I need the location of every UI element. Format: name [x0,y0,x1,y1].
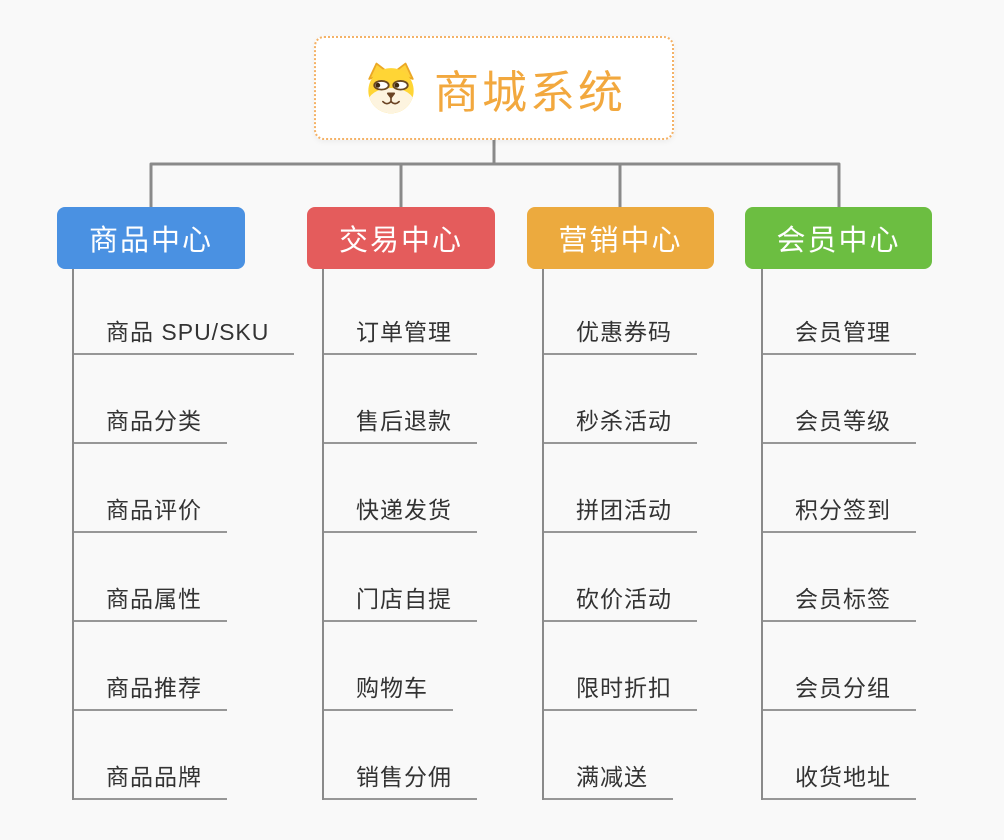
leaf-topic[interactable]: 积分签到 [763,444,916,533]
bus-line [149,162,841,207]
leaf-topic[interactable]: 商品品牌 [74,711,227,800]
branch-children-member: 会员管理 会员等级 积分签到 会员标签 会员分组 收货地址 [761,266,916,800]
leaf-label: 会员分组 [795,675,891,701]
leaf-topic[interactable]: 销售分佣 [324,711,477,800]
leaf-label: 订单管理 [356,319,452,345]
branch-children-trade: 订单管理 售后退款 快递发货 门店自提 购物车 销售分佣 [322,266,477,800]
leaf-topic[interactable]: 门店自提 [324,533,477,622]
branch-label: 商品中心 [88,225,213,257]
leaf-label: 砍价活动 [576,586,672,612]
dog-face-icon [362,60,420,116]
leaf-topic[interactable]: 砍价活动 [544,533,697,622]
leaf-label: 会员管理 [795,319,891,345]
leaf-topic[interactable]: 会员分组 [763,622,916,711]
leaf-topic[interactable]: 快递发货 [324,444,477,533]
branch-children-product: 商品 SPU/SKU 商品分类 商品评价 商品属性 商品推荐 商品品牌 [72,266,295,800]
leaf-label: 商品属性 [106,586,202,612]
leaf-label: 限时折扣 [576,675,672,701]
branch-box-product-center[interactable]: 商品中心 [57,207,245,269]
leaf-label: 收货地址 [795,764,891,790]
leaf-topic[interactable]: 秒杀活动 [544,355,697,444]
leaf-label: 快递发货 [356,497,452,523]
leaf-label: 售后退款 [356,408,452,434]
leaf-label: 优惠券码 [576,319,672,345]
branch-box-member-center[interactable]: 会员中心 [745,207,932,269]
leaf-label: 商品评价 [106,497,202,523]
leaf-label: 积分签到 [795,497,891,523]
leaf-label: 商品分类 [106,408,202,434]
leaf-label: 满减送 [576,764,648,790]
root-title: 商城系统 [433,66,626,118]
leaf-label: 会员标签 [795,586,891,612]
leaf-topic[interactable]: 商品评价 [74,444,227,533]
leaf-topic[interactable]: 订单管理 [324,266,477,355]
leaf-label: 拼团活动 [576,497,672,523]
leaf-topic[interactable]: 商品属性 [74,533,227,622]
leaf-topic[interactable]: 购物车 [324,622,453,711]
leaf-topic[interactable]: 优惠券码 [544,266,697,355]
branch-box-trade-center[interactable]: 交易中心 [307,207,495,269]
leaf-topic[interactable]: 收货地址 [763,711,916,800]
leaf-topic[interactable]: 商品推荐 [74,622,227,711]
leaf-topic[interactable]: 会员标签 [763,533,916,622]
branch-box-marketing-center[interactable]: 营销中心 [527,207,714,269]
leaf-topic[interactable]: 商品 SPU/SKU [74,266,295,355]
branch-children-marketing: 优惠券码 秒杀活动 拼团活动 砍价活动 限时折扣 满减送 [542,266,697,800]
leaf-topic[interactable]: 满减送 [544,711,673,800]
leaf-label: 秒杀活动 [576,408,672,434]
branch-label: 会员中心 [776,225,901,257]
branch-label: 营销中心 [558,225,683,257]
leaf-label: 商品 SPU/SKU [106,319,270,345]
leaf-label: 商品推荐 [106,675,202,701]
leaf-label: 商品品牌 [106,764,202,790]
leaf-topic[interactable]: 商品分类 [74,355,227,444]
leaf-label: 门店自提 [356,586,452,612]
leaf-label: 销售分佣 [356,764,452,790]
leaf-label: 会员等级 [795,408,891,434]
leaf-label: 购物车 [356,675,428,701]
root-node[interactable]: 商城系统 [314,36,674,140]
leaf-topic[interactable]: 限时折扣 [544,622,697,711]
leaf-topic[interactable]: 会员等级 [763,355,916,444]
leaf-topic[interactable]: 拼团活动 [544,444,697,533]
leaf-topic[interactable]: 会员管理 [763,266,916,355]
leaf-topic[interactable]: 售后退款 [324,355,477,444]
branch-label: 交易中心 [338,225,463,257]
